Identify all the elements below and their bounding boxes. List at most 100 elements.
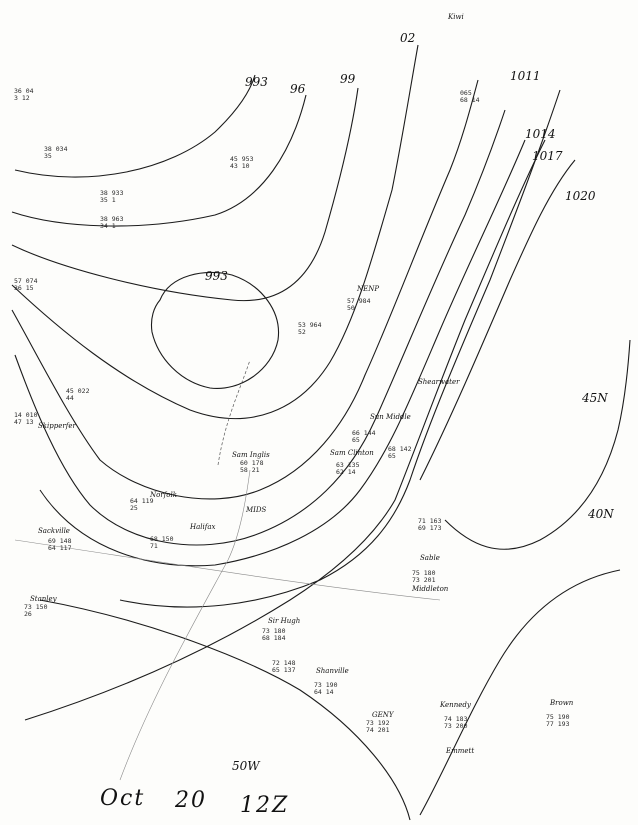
isobar-label-02: 02	[400, 31, 416, 45]
isobar-1017-east	[419, 159, 576, 481]
station-value: 14 010	[14, 411, 38, 419]
station-name: Middleton	[412, 585, 449, 593]
station-name: NENP	[357, 285, 380, 293]
station-value: 36 04	[14, 87, 34, 95]
isobar-1017	[39, 599, 411, 821]
station-value: 38 034	[44, 145, 68, 153]
station-value: 71	[150, 542, 158, 551]
station-name: Sun Middle	[370, 413, 411, 421]
isobar-02	[11, 44, 419, 420]
isobar-label-96: 96	[290, 82, 306, 96]
station-value: 43 10	[230, 162, 250, 171]
station-name: Halifax	[190, 523, 216, 531]
isobar-band-2	[14, 109, 506, 546]
front-line	[119, 469, 251, 781]
map-title-time: 12Z	[240, 793, 290, 818]
station-name: Sable	[420, 554, 440, 562]
station-value: 69 173	[418, 524, 442, 533]
storm-track	[217, 359, 251, 466]
station-name: Sam Clinton	[330, 449, 374, 457]
station-name: Kennedy	[440, 701, 471, 709]
station-value: 64 14	[314, 688, 334, 697]
station-value: 65	[388, 452, 396, 461]
station-name: Kiwi	[448, 13, 464, 21]
station-name: Shanville	[316, 667, 349, 675]
station-value: 60 178	[240, 459, 264, 467]
isobar-band-1	[11, 79, 479, 500]
isobar-label-99: 99	[340, 72, 356, 86]
station-value: 68 142	[388, 445, 412, 453]
station-value: 64 119	[130, 497, 154, 505]
station-name: MIDS	[246, 506, 267, 514]
station-value: 36 15	[14, 284, 34, 293]
station-name: Norfolk	[150, 491, 177, 499]
station-value: 58 21	[240, 466, 260, 475]
station-value: 74 201	[366, 726, 390, 735]
station-value: 45 022	[66, 387, 90, 395]
station-name: Shearwater	[418, 378, 460, 386]
station-value: 34 1	[100, 222, 116, 231]
station-value: 74 183	[444, 715, 468, 723]
longitude-label-50w: 50W	[232, 759, 260, 773]
station-value: 35 1	[100, 196, 116, 205]
map-title-month: Oct	[100, 786, 146, 811]
station-value: 65 137	[272, 666, 296, 675]
station-value: 73 200	[444, 722, 468, 731]
station-value: 68 150	[150, 535, 174, 543]
latitude-label-40n: 40N	[588, 507, 614, 521]
station-value: 69 148	[48, 537, 72, 545]
station-value: 77 193	[546, 720, 570, 729]
isobar-1020	[444, 339, 631, 550]
station-value: 38 963	[100, 215, 124, 223]
station-value: 75 180	[412, 569, 436, 577]
isobar-band-3	[39, 139, 526, 567]
isobar-99	[11, 87, 359, 302]
isobar-label-1020: 1020	[565, 189, 596, 203]
isobar-label-993-center: 993	[205, 269, 228, 283]
station-value: 63 135	[336, 461, 360, 469]
isobar-label-1017: 1017	[532, 149, 563, 163]
isobar-label-1011: 1011	[510, 69, 541, 83]
station-value: 50	[347, 304, 355, 313]
isobar-993-center	[150, 271, 280, 389]
station-value: 64 117	[48, 544, 72, 553]
isobar-96	[11, 94, 307, 227]
station-value: 52	[298, 328, 306, 337]
station-value: 44	[66, 394, 74, 403]
map-title-day: 20	[175, 788, 207, 813]
latitude-label-45n: 45N	[582, 391, 608, 405]
station-value: 57 984	[347, 297, 371, 305]
station-value: 73 180	[262, 627, 286, 635]
isobar-993-west	[14, 74, 256, 178]
isobar-1011	[119, 89, 561, 608]
station-value: 26	[24, 610, 32, 619]
station-value: 065	[460, 89, 472, 97]
station-name: Sackville	[38, 527, 70, 535]
station-name: Sir Hugh	[268, 617, 301, 625]
station-name: GENY	[372, 711, 394, 719]
isobar-1020-south	[419, 569, 621, 816]
station-name: Stanley	[30, 595, 57, 603]
isobar-label-1014: 1014	[525, 127, 556, 141]
